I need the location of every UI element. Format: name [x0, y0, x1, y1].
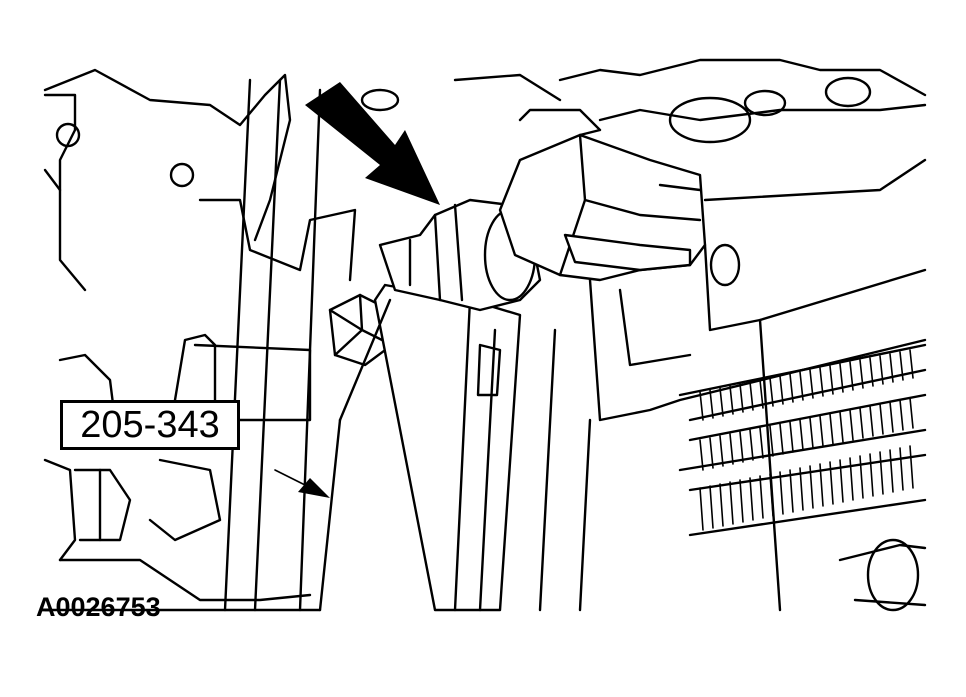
figure-id: A0026753	[36, 592, 161, 622]
cooler-fins	[678, 343, 927, 537]
tool-number-label: 205-343	[60, 400, 240, 450]
pointer-arrow-large	[305, 82, 440, 205]
sensor-assembly	[378, 108, 707, 312]
engine-housing-right	[360, 58, 927, 612]
vertical-rods	[73, 78, 357, 612]
engine-housing-left	[43, 68, 322, 612]
bracket-tool	[318, 283, 522, 612]
pointer-arrow-small	[274, 469, 330, 498]
